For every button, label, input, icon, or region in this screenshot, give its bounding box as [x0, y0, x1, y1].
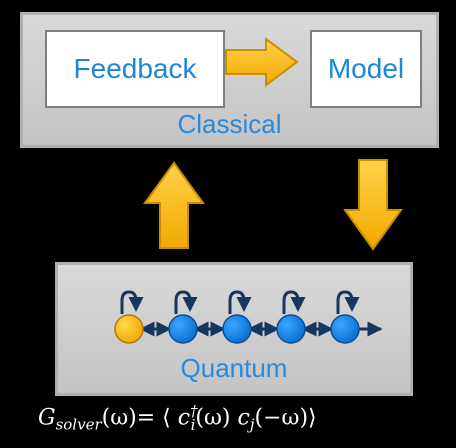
classical-panel: Feedback Model Classical [20, 12, 439, 148]
site-bath [330, 314, 360, 344]
model-label: Model [327, 53, 405, 84]
site-bath [276, 314, 306, 344]
formula-c: c [237, 405, 250, 431]
formula-c-arg: (−ω)⟩ [254, 405, 317, 431]
formula-c-dagger-arg: (ω) [195, 405, 238, 431]
feedback-to-model-arrow [225, 37, 299, 87]
model-box: Model [310, 30, 422, 108]
feedback-box: Feedback [45, 30, 225, 108]
formula-subscript: solver [55, 415, 102, 434]
quantum-label: Quantum [180, 353, 288, 383]
feedback-label: Feedback [73, 53, 197, 84]
classical-label: Classical [177, 109, 282, 139]
site-bath [168, 314, 198, 344]
formula-g: G [38, 405, 56, 431]
formula-c-dagger: c [177, 405, 191, 431]
formula-c-dagger-sup: † [190, 402, 198, 420]
lattice-chain [114, 290, 383, 344]
greens-function-formula: Gsolver(ω)= ⟨ c†i(ω) cj(−ω)⟩ [38, 402, 448, 444]
up-arrow [143, 161, 205, 249]
formula-c-dagger-sub: i [190, 415, 196, 434]
site-bath [222, 314, 252, 344]
formula-arg: (ω)= ⟨ [101, 405, 178, 431]
formula-c-sub: j [249, 415, 255, 434]
down-arrow [343, 159, 403, 251]
site-impurity [114, 314, 144, 344]
